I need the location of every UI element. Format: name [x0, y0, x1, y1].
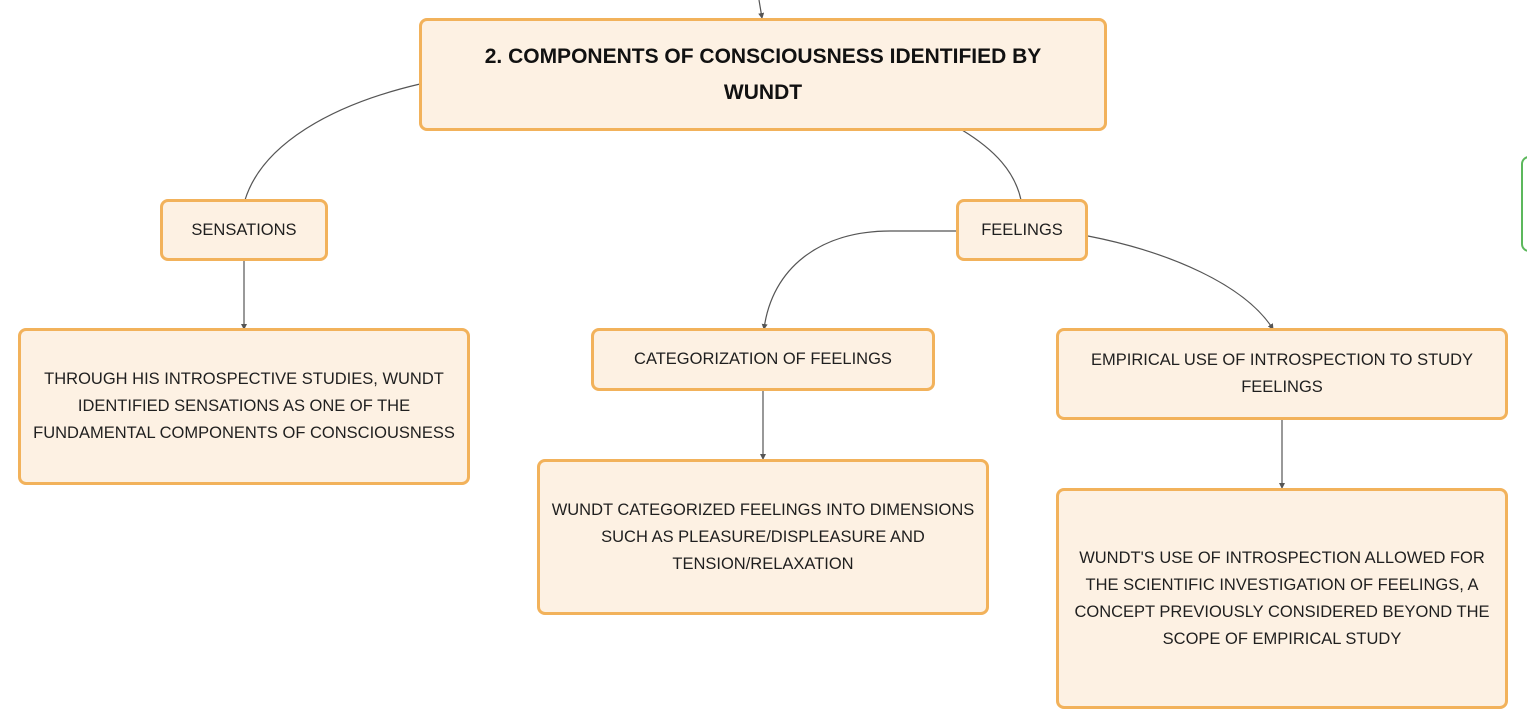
empirical-node[interactable]: EMPIRICAL USE OF INTROSPECTION TO STUDY … [1056, 328, 1508, 420]
categorization-node-label: CATEGORIZATION OF FEELINGS [634, 350, 892, 368]
sensations-detail-node[interactable]: THROUGH HIS INTROSPECTIVE STUDIES, WUNDT… [18, 328, 470, 485]
connector-feelings-to-empirical [1087, 235, 1274, 330]
empirical-detail-text: WUNDT'S USE OF INTROSPECTION ALLOWED FOR… [1074, 548, 1490, 648]
categorization-detail-node[interactable]: WUNDT CATEGORIZED FEELINGS INTO DIMENSIO… [537, 459, 989, 615]
side-panel-tab[interactable] [1521, 156, 1527, 252]
feelings-node-label: FEELINGS [981, 220, 1063, 239]
sensations-detail-text: THROUGH HIS INTROSPECTIVE STUDIES, WUNDT… [33, 370, 455, 442]
connector-root-to-sensations [244, 83, 421, 201]
categorization-detail-text: WUNDT CATEGORIZED FEELINGS INTO DIMENSIO… [551, 500, 975, 573]
connector-feelings-to-categorization [761, 230, 957, 330]
feelings-node[interactable]: FEELINGS [956, 199, 1088, 261]
sensations-node-label: SENSATIONS [191, 220, 297, 239]
root-node[interactable]: 2. COMPONENTS OF CONSCIOUSNESS IDENTIFIE… [419, 18, 1107, 131]
sensations-node[interactable]: SENSATIONS [160, 199, 328, 261]
root-node-label: 2. COMPONENTS OF CONSCIOUSNESS IDENTIFIE… [484, 44, 1042, 104]
connector-root-to-feelings [961, 129, 1022, 201]
empirical-detail-node[interactable]: WUNDT'S USE OF INTROSPECTION ALLOWED FOR… [1056, 488, 1508, 709]
connector-parent-to-root [758, 0, 765, 19]
empirical-node-label: EMPIRICAL USE OF INTROSPECTION TO STUDY … [1091, 351, 1473, 396]
categorization-node[interactable]: CATEGORIZATION OF FEELINGS [591, 328, 935, 391]
